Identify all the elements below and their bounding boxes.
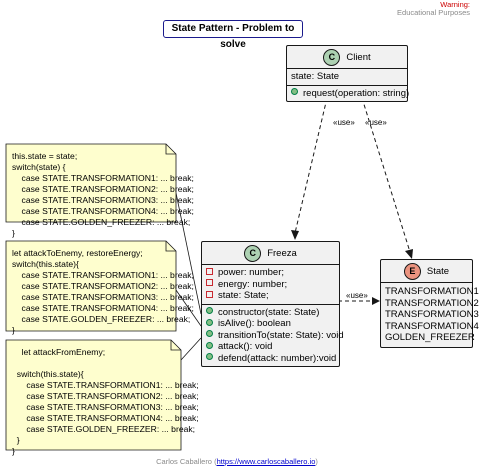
footer-credit: Carlos Caballero (https://www.carloscaba… — [0, 457, 474, 466]
public-visibility-icon — [206, 307, 213, 315]
enum-state-value: TRANSFORMATION3 — [385, 309, 479, 320]
note3-connector — [180, 337, 202, 361]
class-freeza[interactable]: C Freeza power: number; energy: number; … — [201, 241, 344, 367]
class-freeza-method: constructor(state: State) — [202, 307, 339, 319]
client-freeza-edge — [294, 97, 328, 234]
note1-fold — [165, 144, 176, 155]
class-freeza-method: transitionTo(state: State): void — [202, 330, 344, 342]
note3-fold — [170, 340, 181, 351]
class-freeza-method: defend(attack: number):void — [202, 353, 339, 365]
class-freeza-attribute: energy: number; — [202, 279, 339, 291]
class-freeza-method: isAlive(): boolean — [202, 318, 339, 330]
class-freeza-header: C Freeza — [202, 242, 339, 264]
class-freeza-name: Freeza — [267, 247, 297, 259]
class-client-attribute: state: State — [291, 71, 340, 82]
note3-shape — [5, 339, 182, 451]
private-visibility-icon — [206, 279, 213, 287]
class-client-name: Client — [346, 51, 371, 63]
footer-link[interactable]: https://www.carloscaballero.io — [216, 457, 316, 466]
class-stereotype-icon: C — [323, 48, 341, 66]
note-defend: let attackFromEnemy; switch(this.state){… — [12, 347, 199, 456]
public-visibility-icon — [206, 353, 213, 361]
public-visibility-icon — [206, 341, 213, 349]
footer-author: Carlos Caballero ( — [156, 457, 217, 466]
public-visibility-icon — [206, 330, 213, 338]
class-client-header: C Client — [287, 46, 407, 68]
note-attack: let attackToEnemy, restoreEnergy; switch… — [12, 248, 194, 335]
client-freeza-arrowhead — [291, 230, 299, 240]
relation-label-client-freeza: «use» — [333, 118, 355, 127]
diagram-title: State Pattern - Problem to solve — [163, 20, 303, 50]
enum-state-value: TRANSFORMATION2 — [385, 297, 479, 309]
private-visibility-icon — [206, 267, 213, 275]
enum-state-value: TRANSFORMATION1 — [385, 286, 479, 297]
class-client-method: request(operation: string) — [287, 88, 409, 100]
public-visibility-icon — [206, 318, 213, 326]
private-visibility-icon — [206, 290, 213, 298]
public-visibility-icon — [291, 88, 298, 96]
enum-state-value: TRANSFORMATION4 — [385, 320, 479, 332]
relation-label-freeza-state: «use» — [346, 291, 368, 300]
warning-label: Warning: — [440, 0, 470, 9]
relation-label-client-state: «use» — [365, 118, 387, 127]
client-state-edge — [361, 97, 411, 253]
note-constructor: this.state = state; switch(state) { case… — [12, 151, 194, 238]
enum-state-value: GOLDEN_FREEZER — [385, 332, 475, 343]
enum-state-name: State — [426, 265, 450, 277]
note2-connector — [175, 289, 202, 327]
client-state-arrowhead — [405, 249, 413, 259]
enum-state-header: E State — [381, 260, 472, 282]
warning-subtitle: Educational Purposes — [397, 8, 470, 17]
enum-state[interactable]: E State TRANSFORMATION1 TRANSFORMATION2 … — [380, 259, 479, 348]
note2-shape — [5, 240, 177, 332]
note1-connector — [175, 192, 202, 315]
enum-stereotype-icon: E — [403, 262, 421, 280]
footer-close: ) — [315, 457, 318, 466]
class-stereotype-icon: C — [244, 244, 262, 262]
class-freeza-attribute: power: number; — [202, 267, 339, 279]
note2-fold — [165, 241, 176, 252]
class-client[interactable]: C Client state: State request(operation:… — [286, 45, 409, 102]
class-freeza-attribute: state: State; — [202, 290, 339, 302]
freeza-state-arrowhead — [372, 297, 380, 305]
note1-shape — [5, 143, 177, 223]
class-freeza-method: attack(): void — [202, 341, 339, 353]
